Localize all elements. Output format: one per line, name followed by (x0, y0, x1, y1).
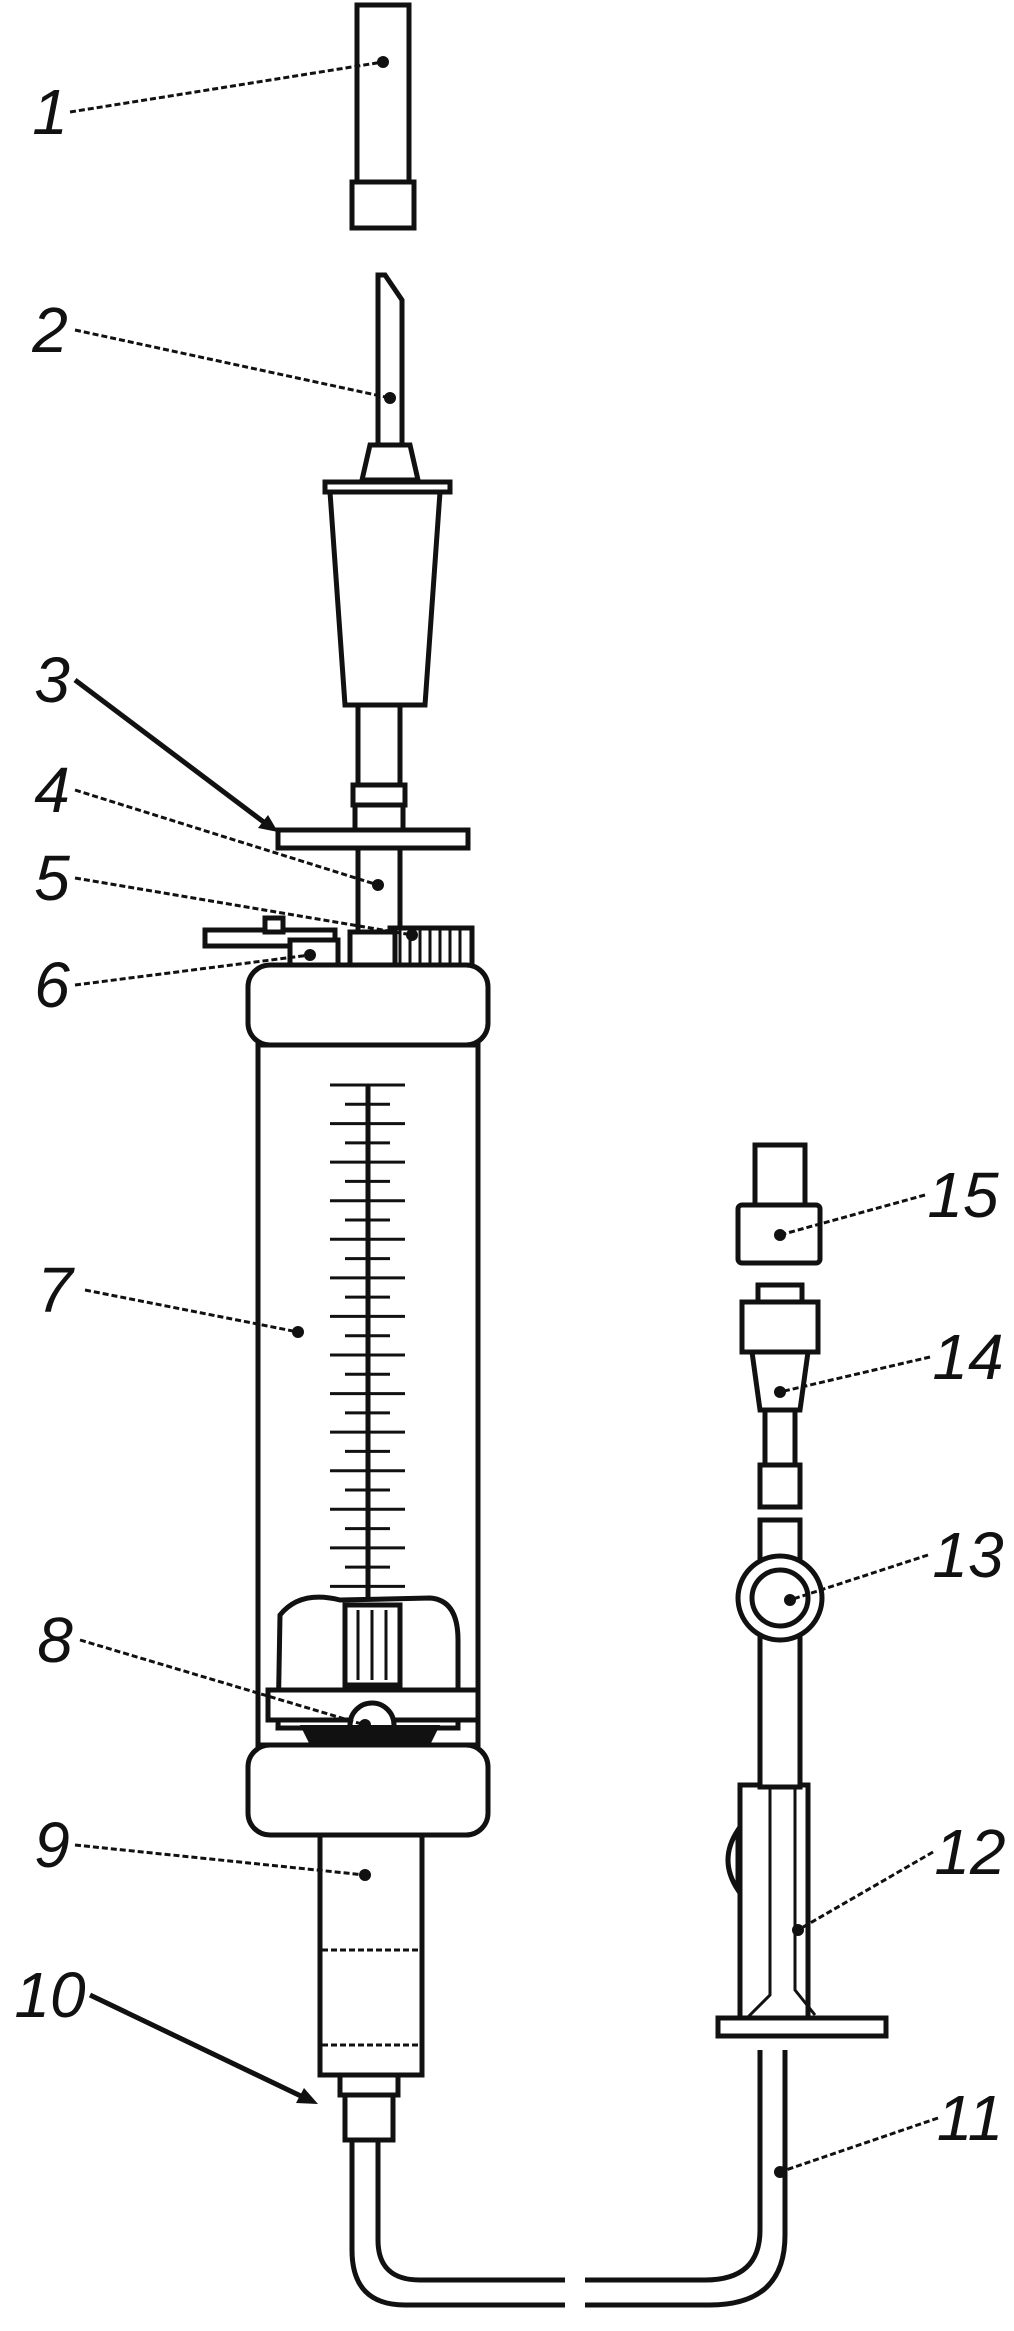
part-1-protective-cap (349, 2, 417, 231)
part-5-air-vent (387, 925, 475, 971)
label-8: 8 (37, 1604, 73, 1676)
part-15-luer-cap (735, 1142, 823, 1266)
label-12: 12 (934, 1816, 1006, 1888)
part-8-float-valve (265, 1594, 481, 1750)
label-10: 10 (14, 1959, 86, 2031)
part-3-plate (275, 827, 471, 851)
label-2: 2 (32, 294, 68, 366)
label-4: 4 (34, 754, 70, 826)
label-13: 13 (932, 1519, 1004, 1591)
label-11: 11 (936, 2082, 1004, 2154)
part-14-luer-connector (739, 1282, 821, 1510)
chamber-bottom-cap (245, 1742, 491, 1838)
part-10-filter (317, 1832, 425, 2143)
label-9: 9 (34, 1809, 70, 1881)
label-15: 15 (927, 1159, 999, 1231)
label-7: 7 (37, 1254, 73, 1326)
part-4-tube (352, 802, 406, 941)
part-11-tubing (349, 2050, 788, 2308)
label-3: 3 (34, 644, 70, 716)
label-14: 14 (932, 1321, 1004, 1393)
part-12-roller-clamp (715, 1782, 889, 2039)
label-5: 5 (34, 842, 70, 914)
part-2-spike (322, 272, 453, 808)
leader-lines (69, 56, 939, 2178)
label-6: 6 (34, 949, 70, 1021)
part-13-injection-site (735, 1517, 825, 1790)
label-1: 1 (32, 76, 68, 148)
